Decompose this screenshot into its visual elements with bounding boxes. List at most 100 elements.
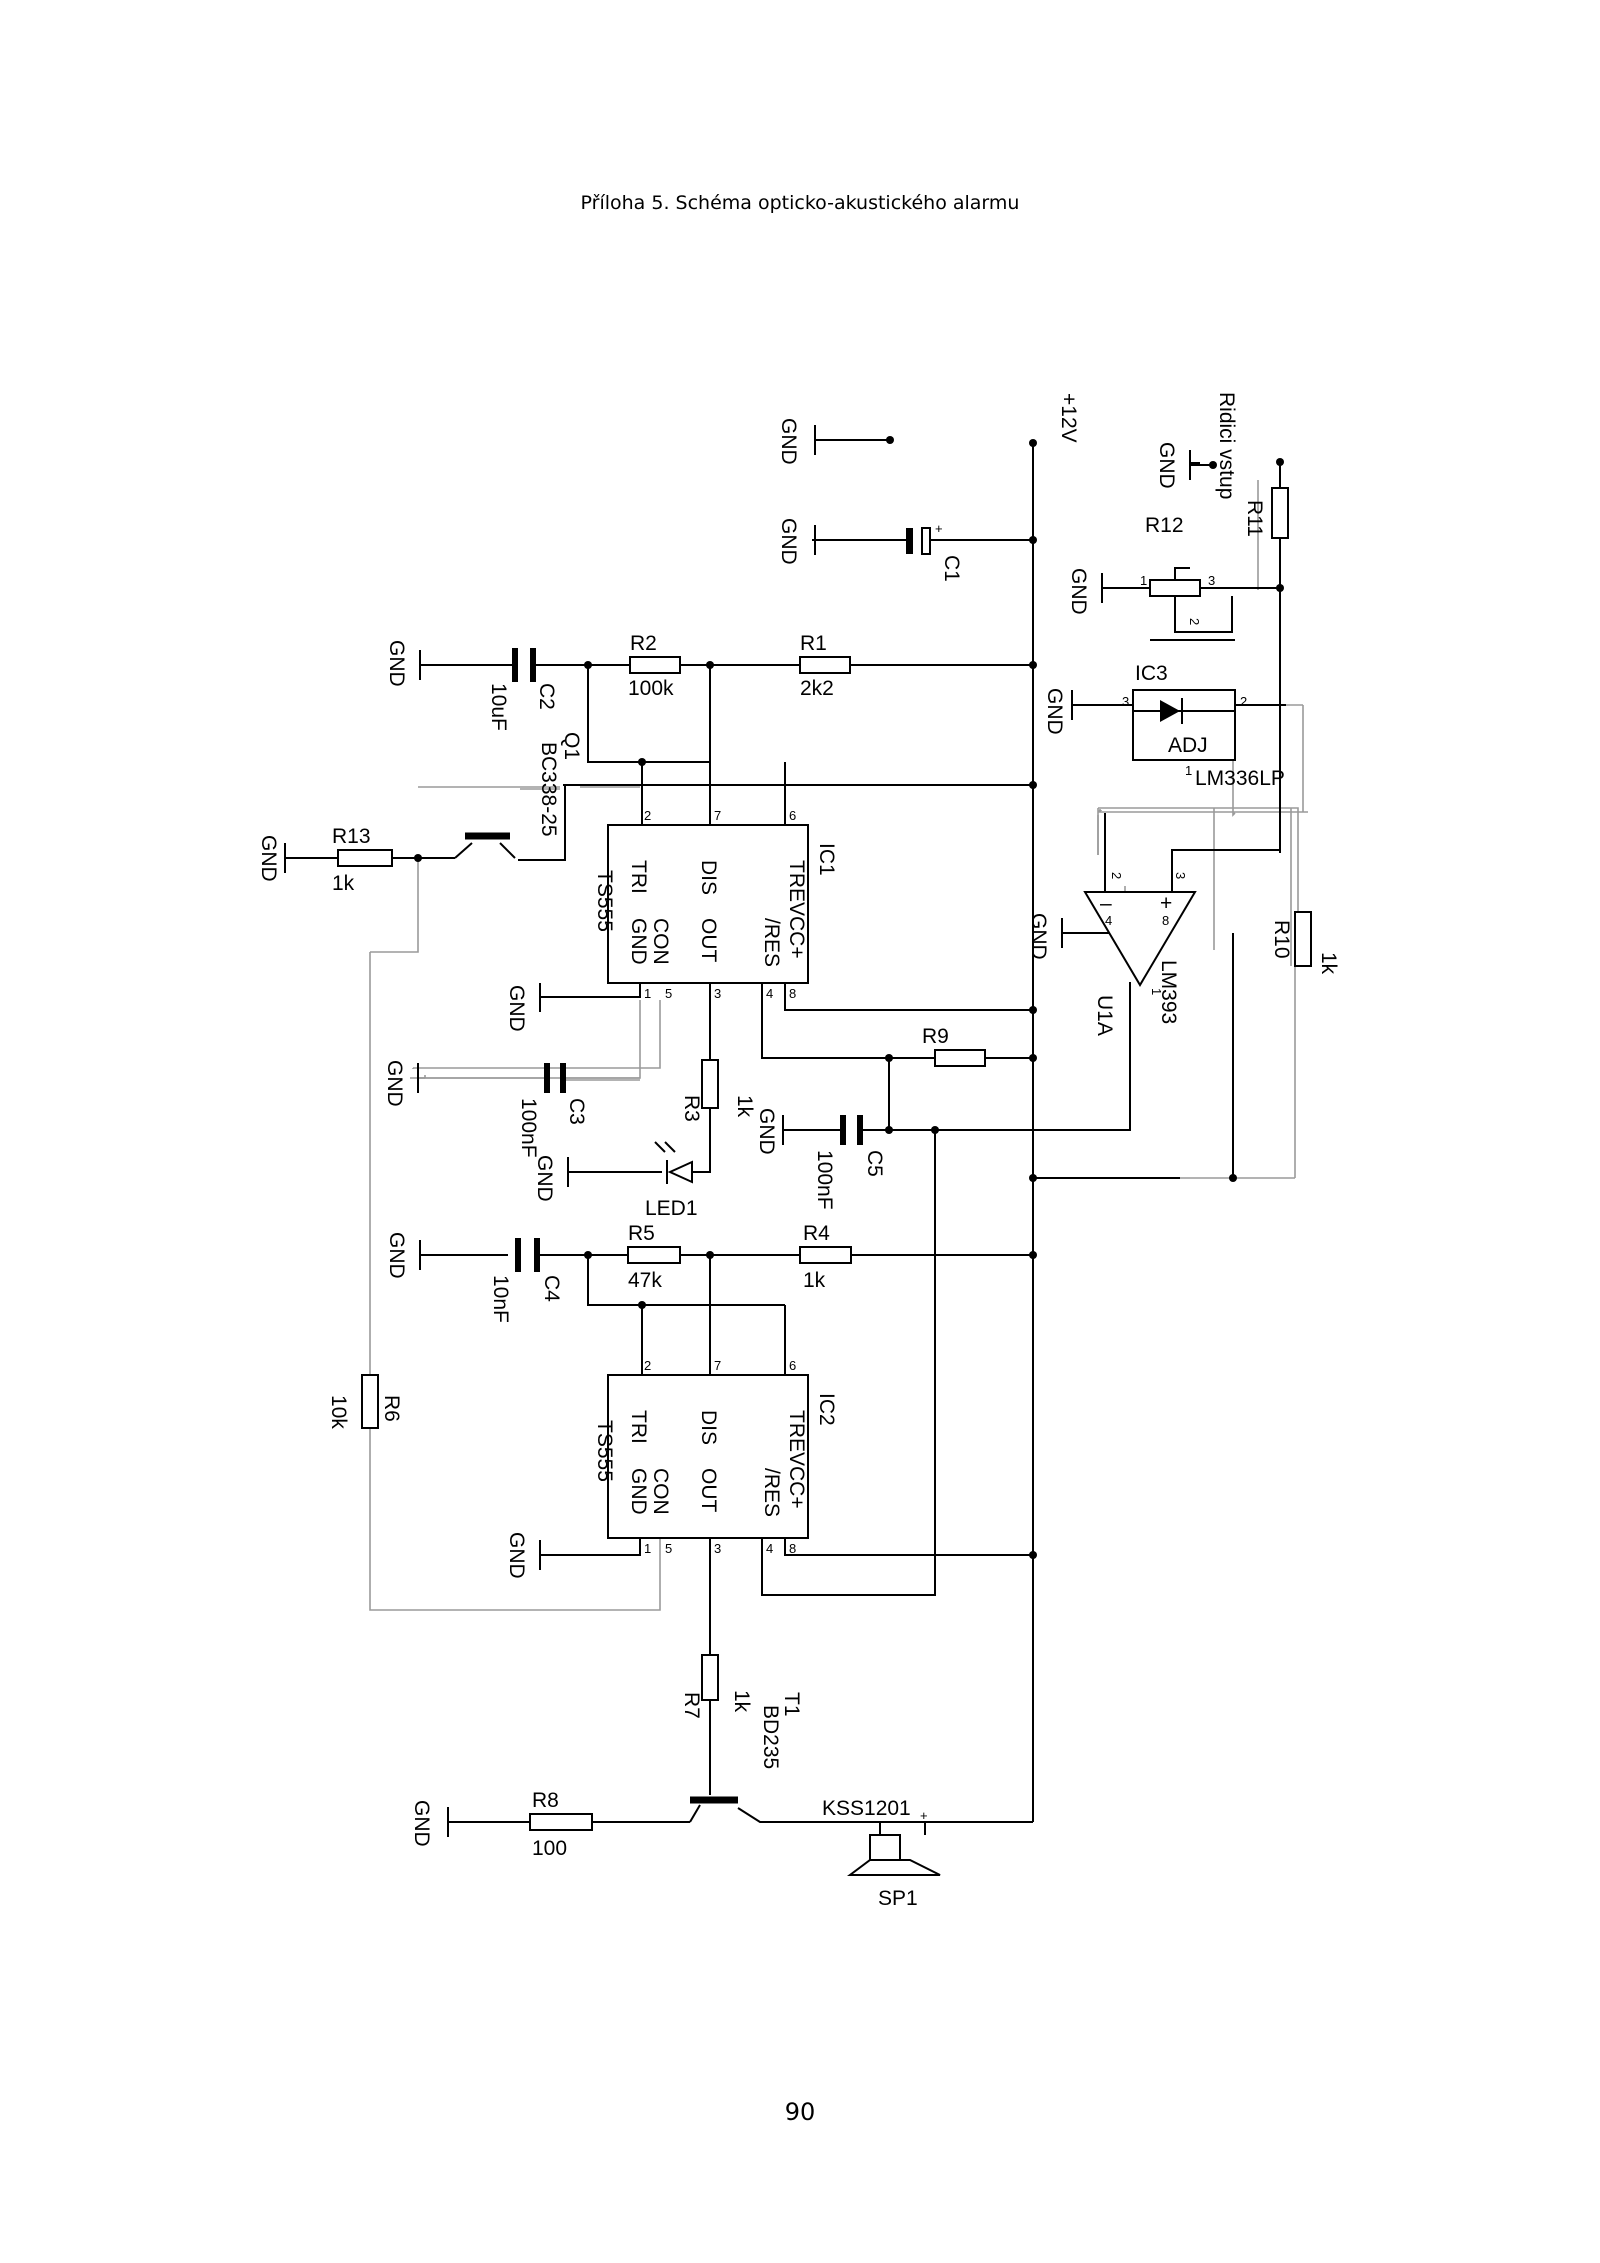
ic1-vcc: VCC+ xyxy=(785,902,808,959)
ic1-type: TS555 xyxy=(593,870,616,932)
r10-ref: R10 xyxy=(1270,920,1293,959)
r13-ref: R13 xyxy=(332,825,371,848)
c4-value: 10nF xyxy=(489,1275,512,1323)
r12-pin-1: 1 xyxy=(1140,573,1147,588)
ic1-out: OUT xyxy=(697,918,720,963)
gnd-label-3: GND xyxy=(385,640,408,687)
sp1-ref: SP1 xyxy=(878,1887,918,1910)
ic2-type: TS555 xyxy=(593,1420,616,1482)
led1-ref: LED1 xyxy=(645,1197,698,1220)
ic1-dis: DIS xyxy=(697,860,720,895)
u1a-minus: – xyxy=(1100,892,1112,915)
gnd-label-2: GND xyxy=(777,518,800,565)
ic2-gnd: GND xyxy=(627,1468,650,1515)
u1a-ref: U1A xyxy=(1093,995,1116,1036)
r6-value: 10k xyxy=(327,1395,350,1429)
ic2-con: CON xyxy=(649,1468,672,1515)
r1-value: 2k2 xyxy=(800,677,834,700)
gnd-label-4: GND xyxy=(257,835,280,882)
u1a-plus: + xyxy=(1160,892,1172,915)
r12-pin-2: 2 xyxy=(1187,618,1202,625)
potentiometer-r12: 1 3 2 R12 xyxy=(1140,514,1235,633)
ic1-pin-1: 1 xyxy=(644,986,651,1001)
resistor-r7: R7 1k xyxy=(680,1654,753,1719)
ic2-pin-1: 1 xyxy=(644,1541,651,1556)
control-input-label: Ridici vstup xyxy=(1215,392,1238,499)
gnd-label-9: GND xyxy=(1027,913,1050,960)
r5-value: 47k xyxy=(628,1269,662,1292)
ic2-tri: TRI xyxy=(627,1410,650,1444)
ic3-ref: IC3 xyxy=(1135,662,1168,685)
ic1-pin-4: 4 xyxy=(766,986,773,1001)
transistor-t1: T1 BD235 xyxy=(689,1692,803,1823)
u1a-type: LM393 xyxy=(1157,960,1180,1024)
ic3-pin-3: 3 xyxy=(1122,694,1129,709)
c4-ref: C4 xyxy=(540,1275,563,1302)
gnd-label-14: GND xyxy=(410,1800,433,1847)
u1a-pin-8: 8 xyxy=(1162,913,1169,928)
r1-ref: R1 xyxy=(800,632,827,655)
resistor-r5: R5 47k xyxy=(627,1222,681,1292)
c3-value: 100nF xyxy=(517,1098,540,1158)
ic3-pin-1: 1 xyxy=(1185,763,1192,778)
ic2-out: OUT xyxy=(697,1468,720,1513)
ic1-res: /RES xyxy=(760,918,783,967)
ic2-vcc: VCC+ xyxy=(785,1452,808,1509)
gnd-label-13: GND xyxy=(505,1532,528,1579)
resistor-r2: R2 100k xyxy=(628,632,681,700)
resistor-r10: R10 1k xyxy=(1270,911,1340,975)
comparator-u1a: – + 2 3 4 8 1 U1A LM393 xyxy=(1083,872,1197,1036)
r2-ref: R2 xyxy=(630,632,657,655)
r2-value: 100k xyxy=(628,677,674,700)
gnd-label-12: GND xyxy=(385,1232,408,1279)
supply-label: +12V xyxy=(1057,393,1080,443)
ic2-pin-3: 3 xyxy=(714,1541,721,1556)
gnd-label-15: GND xyxy=(1155,442,1178,489)
capacitor-c1: + C1 xyxy=(906,521,963,582)
gnd-label-10: GND xyxy=(1067,568,1090,615)
ic1-ts555: 2 7 6 1 5 3 4 8 TRI DIS TRE VCC+ CON GND… xyxy=(593,808,838,1001)
t1-ref: T1 xyxy=(780,1692,803,1717)
capacitor-c2: C2 10uF xyxy=(487,648,558,731)
ic1-pin-5: 5 xyxy=(665,986,672,1001)
sp1-type: KSS1201 xyxy=(822,1797,911,1820)
gnd-label-7: GND xyxy=(533,1155,556,1202)
resistor-r4: R4 1k xyxy=(799,1222,852,1292)
resistor-r6: R6 10k xyxy=(327,1374,403,1429)
c3-ref: C3 xyxy=(565,1098,588,1125)
gnd-symbols xyxy=(284,425,1191,1837)
transistor-q1: Q1 BC338-25 xyxy=(465,732,583,840)
u1a-pin-2: 2 xyxy=(1109,872,1124,879)
r8-ref: R8 xyxy=(532,1789,559,1812)
ic2-tre: TRE xyxy=(785,1410,808,1452)
ic2-ts555: 2 7 6 1 5 3 4 8 TRI DIS TRE VCC+ CON GND… xyxy=(593,1358,838,1556)
resistor-r1: R1 2k2 xyxy=(799,632,851,700)
ic3-type: LM336LP xyxy=(1195,767,1285,790)
ic2-ref: IC2 xyxy=(815,1393,838,1426)
ic2-pin-2: 2 xyxy=(644,1358,651,1373)
page-number: 90 xyxy=(784,2098,816,2126)
ic1-pin-2: 2 xyxy=(644,808,651,823)
ic1-pin-6: 6 xyxy=(789,808,796,823)
r3-ref: R3 xyxy=(680,1095,703,1122)
resistor-r3: R3 1k xyxy=(680,1059,756,1122)
r11-ref: R11 xyxy=(1243,500,1266,537)
r12-ref: R12 xyxy=(1145,514,1184,537)
r4-value: 1k xyxy=(803,1269,826,1292)
c2-ref: C2 xyxy=(535,683,558,710)
r7-value: 1k xyxy=(730,1690,753,1713)
junction-dots xyxy=(414,436,1284,1559)
capacitor-c5: C5 100nF xyxy=(813,1115,886,1210)
capacitor-c4: C4 10nF xyxy=(489,1238,563,1323)
ic1-pin-8: 8 xyxy=(789,986,796,1001)
t1-type: BD235 xyxy=(759,1705,782,1769)
ic3-lm336lp: ADJ 3 2 1 IC3 LM336LP xyxy=(1122,662,1285,790)
ic2-pin-4: 4 xyxy=(766,1541,773,1556)
ic2-pin-5: 5 xyxy=(665,1541,672,1556)
speaker-sp1: KSS1201 + SP1 xyxy=(822,1797,1033,1910)
led-led1: LED1 xyxy=(645,1141,698,1220)
ic1-tre: TRE xyxy=(785,860,808,902)
c5-ref: C5 xyxy=(863,1150,886,1177)
ic1-tri: TRI xyxy=(627,860,650,894)
ic2-pin-8: 8 xyxy=(789,1541,796,1556)
